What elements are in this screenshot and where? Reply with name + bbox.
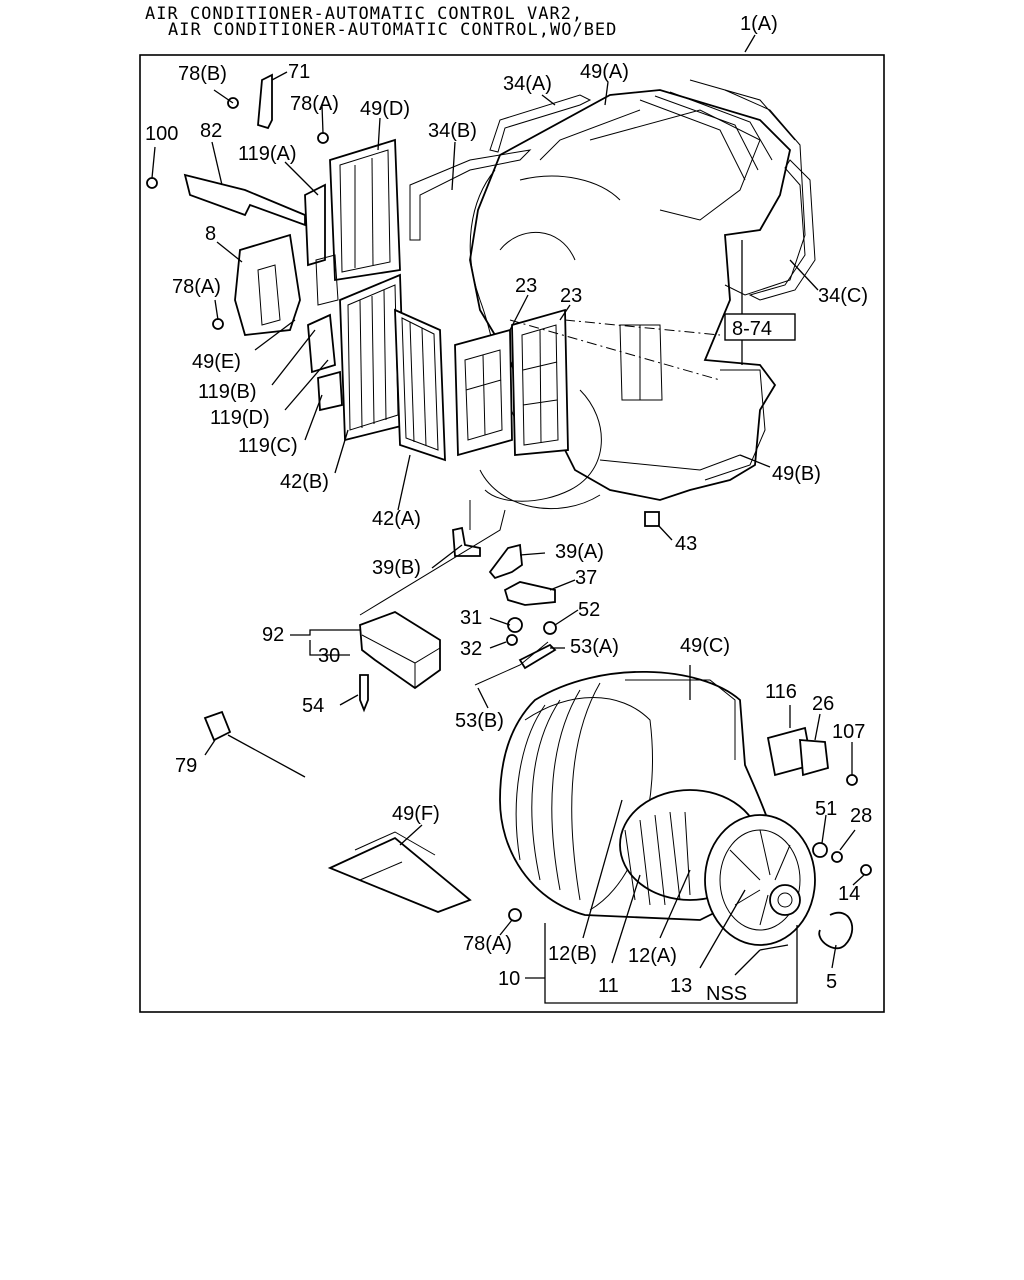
label-NSS: NSS (706, 983, 747, 1005)
seal-34C (748, 159, 816, 301)
label-119D: 119(D) (210, 407, 270, 429)
filter-42B (339, 273, 406, 442)
lever-39A (488, 543, 523, 580)
label-119A: 119(A) (238, 143, 297, 165)
screw-78A-left (212, 318, 224, 330)
label-1A: 1(A) (740, 13, 778, 35)
label-78A-left: 78(A) (172, 276, 221, 298)
label-14: 14 (838, 883, 860, 905)
screw-107 (846, 774, 858, 786)
label-43: 43 (675, 533, 697, 555)
bracket-8 (234, 233, 339, 336)
motor-13 (704, 814, 816, 946)
part-labels: 1(A) 78(B) 71 78(A) 49(D) 34(A) 49(A) 10… (145, 13, 872, 1005)
label-100: 100 (145, 123, 178, 145)
label-8: 8 (205, 223, 216, 245)
screw-100 (146, 177, 158, 189)
sensor-79 (203, 710, 306, 778)
label-39A: 39(A) (555, 541, 604, 563)
resistor-26 (799, 739, 829, 777)
label-874: 8-74 (732, 318, 772, 340)
label-51: 51 (815, 798, 837, 820)
label-49C: 49(C) (680, 635, 730, 657)
label-12B: 12(B) (548, 943, 597, 965)
label-31: 31 (460, 607, 482, 629)
label-53A: 53(A) (570, 636, 619, 658)
ref-box-874 (724, 313, 796, 341)
washer-31 (507, 617, 523, 633)
label-28: 28 (850, 805, 872, 827)
clip-43 (644, 511, 660, 527)
door-23-left (454, 328, 513, 457)
label-78B: 78(B) (178, 63, 227, 85)
label-92: 92 (262, 624, 284, 646)
label-23a: 23 (515, 275, 537, 297)
label-42A: 42(A) (372, 508, 421, 530)
label-11: 11 (598, 975, 619, 997)
washer-28 (831, 851, 843, 863)
link-82 (183, 173, 306, 227)
leader-lines (151, 34, 865, 979)
actuator-30 (359, 611, 441, 690)
label-10: 10 (498, 968, 520, 990)
screw-54 (359, 674, 369, 713)
label-78A-top: 78(A) (290, 93, 339, 115)
label-49B: 49(B) (772, 463, 821, 485)
label-34B: 34(B) (428, 120, 477, 142)
lever-39B (452, 526, 481, 557)
label-39B: 39(B) (372, 557, 421, 579)
rod-53A (518, 643, 557, 670)
filter-42A (394, 308, 446, 462)
gasket-119B (307, 313, 336, 374)
label-49D: 49(D) (360, 98, 410, 120)
label-54: 54 (302, 695, 324, 717)
seal-34A (489, 94, 592, 153)
label-52: 52 (578, 599, 600, 621)
label-5: 5 (826, 971, 837, 993)
gasket-119C (317, 370, 343, 412)
label-107: 107 (832, 721, 865, 743)
label-79: 79 (175, 755, 197, 777)
label-32: 32 (460, 638, 482, 660)
label-53B: 53(B) (455, 710, 504, 732)
label-34C: 34(C) (818, 285, 868, 307)
label-26: 26 (812, 693, 834, 715)
label-13: 13 (670, 975, 692, 997)
diagram-title-line-1: AIR CONDITIONER-AUTOMATIC CONTROL VAR2, (145, 4, 584, 24)
label-12A: 12(A) (628, 945, 677, 967)
clip-5 (818, 912, 854, 950)
label-49E: 49(E) (192, 351, 241, 373)
label-49F: 49(F) (392, 803, 440, 825)
label-78A-bottom: 78(A) (463, 933, 512, 955)
nut-52 (543, 621, 557, 635)
label-49A: 49(A) (580, 61, 629, 83)
label-30: 30 (318, 645, 340, 667)
diagram-frame (139, 54, 885, 1013)
label-42B: 42(B) (280, 471, 329, 493)
label-37: 37 (575, 567, 597, 589)
duct-49F (327, 831, 472, 913)
label-34A: 34(A) (503, 73, 552, 95)
seal-34B (409, 149, 532, 241)
door-23-right (511, 308, 569, 456)
assembly-box-10 (544, 923, 798, 1004)
diagram-title-line-2: AIR CONDITIONER-AUTOMATIC CONTROL,WO/BED (168, 20, 618, 40)
label-119C: 119(C) (238, 435, 298, 457)
cover-49D (329, 138, 401, 282)
label-23b: 23 (560, 285, 582, 307)
label-82: 82 (200, 120, 222, 142)
lever-37 (503, 581, 556, 606)
screw-14 (860, 864, 872, 876)
washer-51 (812, 842, 828, 858)
rod-53B (474, 641, 549, 686)
label-119B: 119(B) (198, 381, 257, 403)
screw-78A-top (317, 132, 329, 144)
label-116: 116 (765, 681, 797, 703)
screw-78A-bottom (508, 908, 522, 922)
gasket-119A (304, 183, 326, 267)
bracket-71 (257, 73, 273, 130)
label-71: 71 (288, 61, 310, 83)
washer-32 (506, 634, 518, 646)
